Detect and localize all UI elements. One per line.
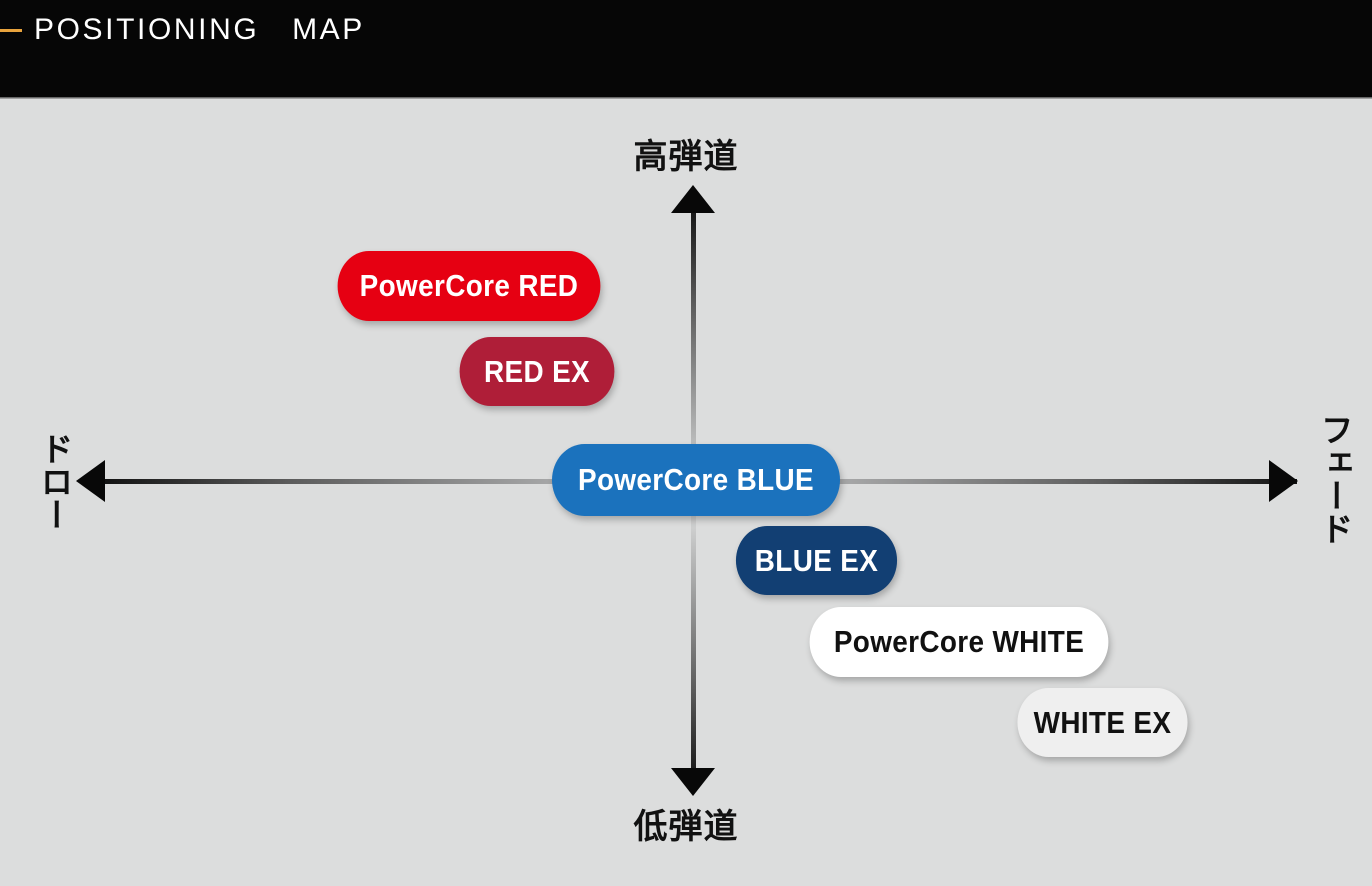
product-pill-red-ex[interactable]: RED EX (459, 337, 615, 406)
header-title-group: POSITIONING MAP (0, 8, 365, 52)
accent-dash-icon (0, 28, 22, 32)
product-pill-blue-ex[interactable]: BLUE EX (735, 526, 898, 595)
page-header: POSITIONING MAP (0, 0, 1372, 97)
arrow-down-icon (671, 768, 715, 796)
product-label: PowerCore BLUE (577, 462, 815, 497)
axis-label-high-trajectory: 高弾道 (633, 137, 739, 177)
product-label: BLUE EX (754, 542, 879, 578)
product-pill-powercore-blue[interactable]: PowerCore BLUE (552, 444, 840, 516)
product-label: PowerCore RED (359, 268, 579, 303)
product-pill-powercore-red[interactable]: PowerCore RED (337, 251, 601, 321)
page-title: POSITIONING MAP (34, 13, 365, 46)
product-pill-white-ex[interactable]: WHITE EX (1017, 688, 1188, 757)
axis-label-fade: フェード (1315, 413, 1354, 545)
product-label: PowerCore WHITE (833, 624, 1085, 659)
arrow-right-icon (1269, 460, 1298, 502)
header-divider (0, 97, 1372, 99)
axis-label-low-trajectory: 低弾道 (633, 807, 739, 847)
product-label: WHITE EX (1033, 704, 1172, 740)
product-pill-powercore-white[interactable]: PowerCore WHITE (809, 607, 1109, 677)
axis-label-draw: ドロー (35, 431, 74, 531)
product-label: RED EX (483, 353, 591, 389)
arrow-up-icon (671, 185, 715, 213)
positioning-map: 高弾道 低弾道 ドロー フェード PowerCore RED RED EX Po… (0, 99, 1372, 886)
arrow-left-icon (76, 460, 105, 502)
